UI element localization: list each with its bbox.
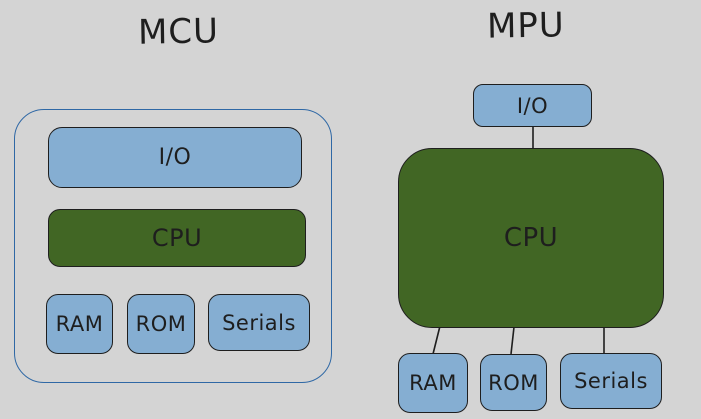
mcu-cpu-block: CPU [48, 209, 306, 267]
mpu-ram-label: RAM [409, 371, 457, 395]
cpu-rom-connector [510, 326, 515, 355]
mcu-ram-block: RAM [46, 294, 113, 354]
mpu-cpu-label: CPU [503, 223, 559, 253]
mpu-rom-label: ROM [488, 370, 539, 395]
mpu-cpu-block: CPU [398, 148, 664, 328]
mpu-io-block: I/O [473, 84, 592, 127]
mcu-io-label: I/O [158, 145, 192, 170]
mcu-cpu-label: CPU [151, 224, 203, 252]
mcu-io-block: I/O [48, 127, 302, 188]
mcu-serials-block: Serials [208, 294, 310, 351]
mcu-chip-container [14, 109, 332, 383]
mpu-serials-block: Serials [560, 353, 662, 409]
mcu-serials-label: Serials [222, 310, 296, 335]
mpu-ram-block: RAM [398, 353, 468, 413]
cpu-ram-connector [432, 325, 441, 355]
mpu-io-label: I/O [516, 93, 549, 118]
mpu-title: MPU [486, 5, 566, 47]
mpu-rom-block: ROM [480, 354, 547, 411]
mcu-ram-label: RAM [55, 312, 104, 336]
mpu-serials-label: Serials [574, 369, 648, 393]
mcu-rom-label: ROM [135, 312, 187, 336]
mcu-title: MCU [137, 11, 220, 53]
mcu-rom-block: ROM [127, 294, 195, 354]
